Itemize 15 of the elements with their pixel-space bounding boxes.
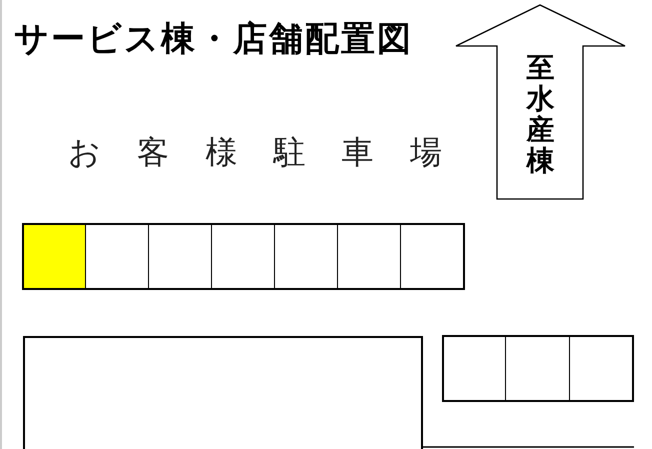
parking-space: [442, 335, 506, 402]
parking-space: [275, 223, 338, 290]
building-box: [23, 336, 423, 449]
parking-space: [401, 223, 465, 290]
parking-space: [86, 223, 149, 290]
direction-text: 至水産棟: [526, 52, 556, 176]
up-arrow: [455, 4, 626, 200]
title: サービス棟・店舗配置図: [14, 20, 413, 58]
parking-space: [149, 223, 212, 290]
parking-space: [338, 223, 401, 290]
parking-space: [22, 223, 86, 290]
parking-space: [570, 335, 634, 402]
parking-space: [212, 223, 275, 290]
parking-space: [506, 335, 570, 402]
area-label: お 客 様 駐 車 場: [68, 132, 455, 172]
